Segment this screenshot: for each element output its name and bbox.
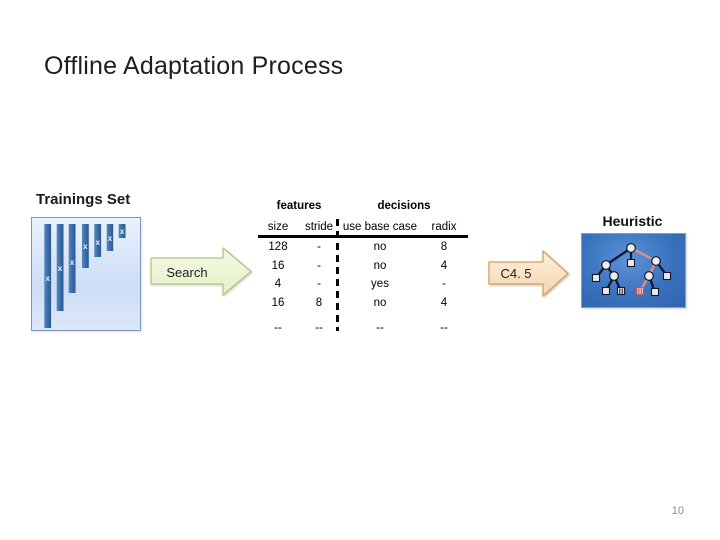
table-cell: -- — [376, 322, 384, 335]
table-cell: - — [317, 259, 321, 272]
table-cell: - — [317, 278, 321, 291]
page-number: 10 — [671, 505, 684, 517]
c45-arrow — [488, 250, 569, 297]
svg-text:x: x — [120, 227, 125, 236]
table-cell: 4 — [440, 296, 448, 309]
right-arrow-icon — [150, 247, 252, 296]
decision-tree-icon — [591, 243, 672, 297]
search-arrow-label: Search — [166, 264, 208, 280]
table-cell: - — [317, 241, 321, 254]
group-header-decisions: decisions — [377, 200, 431, 212]
table-cell: yes — [371, 278, 389, 291]
table-cell: 8 — [315, 296, 323, 309]
table-cell: no — [373, 296, 387, 309]
table-cell: -- — [440, 322, 448, 335]
slide-title: Offline Adaptation Process — [44, 52, 344, 80]
table-cell: no — [373, 241, 387, 254]
table-cell: no — [373, 259, 387, 272]
svg-text:x: x — [83, 242, 88, 251]
table-header-row: size stride use base case radix — [258, 218, 468, 238]
table-body: 128 - no 8 16 - no 4 4 - yes - 16 8 no 4 -- -- -- -- — [258, 238, 468, 338]
table-cell: 4 — [440, 259, 448, 272]
table-cell: -- — [315, 322, 323, 335]
table-row: 16 - no 4 — [258, 257, 468, 276]
mapping-table: features decisions size stride use base … — [258, 200, 468, 338]
table-cell: - — [442, 278, 446, 291]
table-cell: 16 — [271, 259, 285, 272]
heuristic-label: Heuristic — [602, 213, 663, 229]
table-cell: 16 — [271, 296, 285, 309]
table-cell: 8 — [440, 241, 448, 254]
column-header-size: size — [267, 220, 289, 233]
column-header-stride: stride — [304, 220, 334, 233]
c45-arrow-label: C4. 5 — [500, 266, 532, 281]
right-arrow-icon — [488, 250, 569, 297]
table-cell: 4 — [274, 278, 282, 291]
table-cell: -- — [274, 322, 282, 335]
table-row: -- -- -- -- — [258, 319, 468, 338]
table-group-header-row: features decisions — [258, 200, 468, 218]
group-header-features: features — [276, 200, 322, 212]
svg-text:x: x — [108, 234, 113, 243]
table-cell: 128 — [268, 241, 288, 254]
table-row: 4 - yes - — [258, 275, 468, 294]
svg-text:x: x — [95, 238, 100, 247]
search-arrow — [150, 247, 253, 296]
column-header-radix: radix — [431, 220, 457, 233]
table-vertical-divider — [336, 219, 339, 331]
svg-text:x: x — [70, 258, 75, 267]
training-set-label: Trainings Set — [36, 191, 131, 208]
table-row: 16 8 no 4 — [258, 294, 468, 313]
table-row: 128 - no 8 — [258, 238, 468, 257]
column-header-use-base-case: use base case — [342, 220, 418, 233]
svg-text:x: x — [45, 274, 50, 283]
svg-text:x: x — [58, 264, 63, 273]
heuristic-tree-image — [581, 233, 686, 308]
